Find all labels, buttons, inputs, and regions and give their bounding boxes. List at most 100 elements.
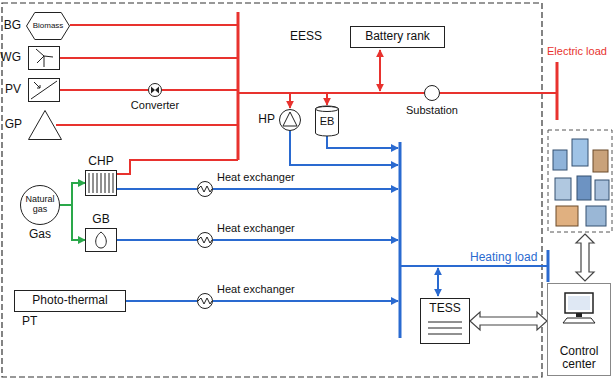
tess-part (428, 334, 462, 335)
node-text: Control center (550, 345, 608, 371)
heat-pipes (213, 131, 548, 338)
gb-outline (85, 228, 117, 252)
conv-outline (148, 83, 162, 97)
hx-part (198, 233, 213, 248)
tri-part (29, 111, 62, 140)
tess-part (421, 299, 470, 344)
system-boundary (2, 3, 542, 377)
battery-box: EESSBattery rank (350, 26, 445, 48)
node-heading: Substation (406, 104, 458, 116)
node-text: TESS (429, 302, 460, 315)
node-text: Biomass (33, 22, 64, 31)
tess-part (428, 322, 462, 323)
wind-part (37, 56, 44, 63)
conv-part (155, 87, 159, 94)
energy-flow-line (60, 89, 148, 91)
chp-part (109, 173, 110, 193)
hx-part (198, 186, 212, 192)
heat-exchanger: Heat exchanger (197, 181, 213, 197)
tess-arrow (437, 268, 439, 296)
node-heading: Gas (29, 228, 51, 241)
hx-part (198, 237, 212, 243)
electric-wire (70, 24, 238, 26)
gas-boiler: GB (85, 228, 117, 252)
chp-unit: CHP (85, 170, 117, 196)
electric-wire (162, 89, 238, 91)
hx-outline (197, 232, 213, 248)
load-label: Heating load (470, 251, 537, 264)
node-text: Photo-thermal (32, 294, 107, 307)
node-heading: BG (4, 19, 21, 32)
node-heading: CHP (88, 155, 113, 168)
cyl-part (316, 107, 339, 112)
node-heading: Heat exchanger (217, 283, 295, 295)
node-heading: Heat exchanger (217, 171, 295, 183)
biomass-generator: BGBiomass (26, 12, 70, 40)
photo-thermal-box: Photo-thermalPT (14, 290, 126, 312)
gb-part (96, 232, 107, 248)
node-heading: Converter (131, 99, 179, 111)
circle-outline (424, 85, 440, 101)
electric-load-bus (556, 62, 559, 120)
eb-supply-arrow (326, 94, 328, 105)
gas-source: Natural gasGas (20, 185, 60, 225)
gb-part (86, 229, 117, 252)
node-heading: HP (258, 113, 275, 126)
hx-outline (197, 181, 213, 197)
cyl-part (316, 106, 339, 136)
pv-outline (28, 78, 60, 102)
chp-part (105, 173, 106, 193)
pv-panel: PV (28, 78, 60, 102)
heat-exchanger: Heat exchanger (197, 232, 213, 248)
buildings (548, 130, 612, 232)
node-heading: GB (92, 213, 109, 226)
heat-feeder (400, 265, 548, 267)
building (593, 150, 608, 172)
substation-circle: Substation (424, 85, 440, 101)
heat-pipe (327, 136, 398, 148)
information-arrow (470, 312, 547, 330)
conv-part (149, 84, 162, 97)
node-text: Battery rank (365, 30, 430, 43)
node-heading: GP (5, 118, 22, 131)
chp-part (101, 173, 102, 193)
chp-part (97, 173, 98, 193)
rect-part (15, 291, 126, 312)
converter-symbol: Converter (148, 83, 162, 97)
heat-pipe (213, 239, 398, 241)
energy-flow-line (60, 205, 85, 240)
grid-power: GP (28, 110, 62, 140)
ctrl-part (576, 313, 582, 317)
heat-exchanger: Heat exchanger (197, 293, 213, 309)
building (553, 150, 567, 170)
energy-flow-line (126, 300, 197, 302)
building (555, 178, 571, 200)
pv-part (34, 82, 40, 88)
wind-outline (28, 46, 60, 70)
chp-part (89, 173, 90, 193)
ctrl-part (568, 296, 590, 310)
wind-part (44, 56, 45, 67)
hx-outline (197, 293, 213, 309)
ctrl-part (563, 318, 595, 323)
rect-part (351, 27, 445, 48)
circle-part (425, 86, 440, 101)
building (577, 176, 591, 200)
tri-outline (28, 110, 62, 140)
tess-part (428, 328, 462, 329)
energy-flow-line (117, 188, 197, 190)
control-center: Control center (547, 283, 611, 376)
electric-bus (237, 12, 240, 160)
heat-pump: HP (279, 109, 301, 131)
node-heading: Heat exchanger (217, 222, 295, 234)
building (572, 139, 588, 166)
node-text: EB (320, 115, 335, 127)
energy-flow-line (117, 239, 197, 241)
circle-part (21, 186, 60, 225)
wind-part (44, 56, 53, 57)
battery-arrow (379, 50, 381, 91)
pv-part (29, 79, 60, 102)
ctrl-part (565, 293, 593, 313)
ctrl-part (548, 284, 611, 376)
node-heading: PT (22, 315, 37, 328)
